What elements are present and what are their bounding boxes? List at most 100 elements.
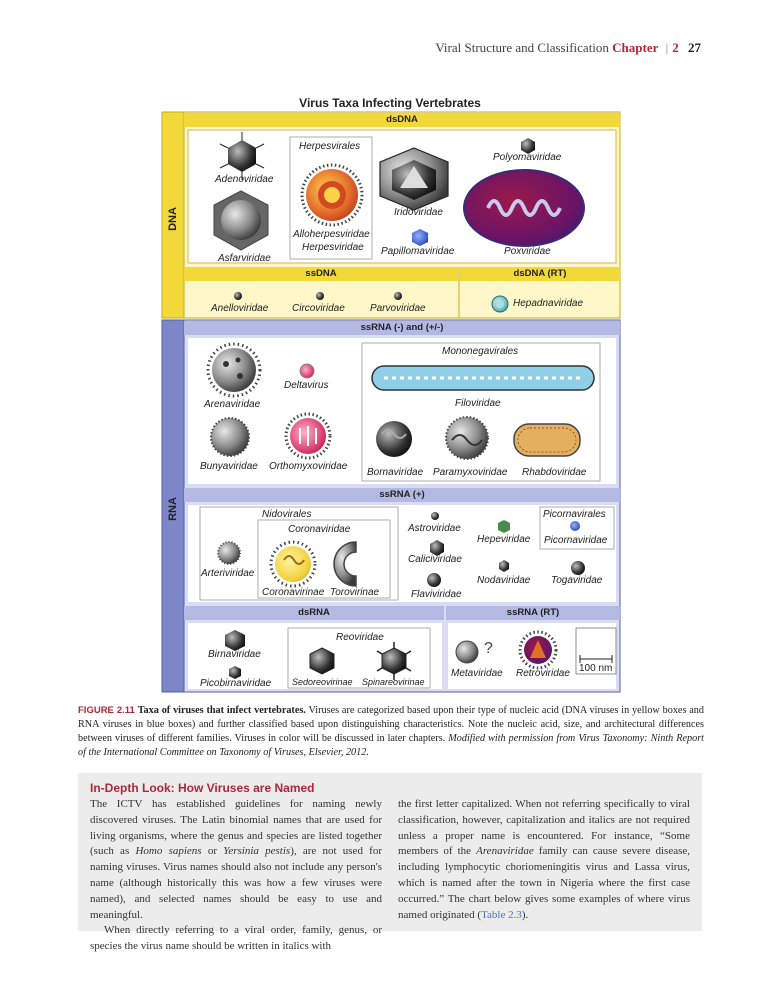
label-astroviridae: Astroviridae (408, 523, 461, 534)
box-text: ). (521, 908, 529, 921)
in-depth-look-box (78, 773, 702, 931)
arteriviridae-virion (217, 541, 241, 565)
label-arteriviridae: Arteriviridae (201, 568, 255, 579)
label-bornaviridae: Bornaviridae (367, 467, 424, 478)
mononegavirales-box (361, 342, 601, 482)
label-picobirnaviridae: Picobirnaviridae (200, 678, 272, 689)
dsrna-bar (184, 606, 444, 620)
chapter-label: Chapter (612, 40, 659, 55)
dsdna-label: dsDNA (386, 114, 418, 125)
polyomaviridae-virion (521, 138, 535, 154)
label-sedoreovirinae: Sedoreovirinae (292, 677, 353, 687)
label-coronavirinae: Coronavirinae (262, 587, 325, 598)
birnaviridae-virion (225, 630, 245, 651)
metaviridae-virion (455, 640, 479, 664)
label-asfarviridae: Asfarviridae (218, 253, 271, 264)
label-bunyaviridae: Bunyaviridae (200, 461, 258, 472)
box-text: family can cause severe disease, includi… (398, 845, 691, 921)
label-metaviridae: Metaviridae (451, 668, 503, 679)
box-column-right: the first letter capitalized. When not r… (398, 797, 690, 923)
label-retroviridae: Retroviridae (516, 668, 570, 679)
box-text: ), are not used for naming viruses. Viru… (90, 845, 382, 921)
label-iridoviridae: Iridoviridae (394, 207, 443, 218)
label-coronaviridae: Coronaviridae (288, 524, 351, 535)
table-reference-link[interactable]: Table 2.3 (481, 908, 522, 921)
coronavirinae-virion (269, 540, 317, 588)
rna-side-strip (161, 319, 185, 693)
astroviridae-virion (431, 512, 439, 520)
ssrna-pos-bar (184, 488, 620, 502)
label-hepadnaviridae: Hepadnaviridae (513, 298, 584, 309)
rna-side-label: RNA (167, 497, 179, 521)
hepadnaviridae-virion (491, 295, 509, 313)
label-orthomyxoviridae: Orthomyxoviridae (269, 461, 348, 472)
adenoviridae-virion (219, 132, 265, 180)
label-circoviridae: Circoviridae (292, 303, 345, 314)
label-paramyxoviridae: Paramyxoviridae (433, 467, 508, 478)
label-nodaviridae: Nodaviridae (477, 575, 531, 586)
figure-caption: FIGURE 2.11 Taxa of viruses that infect … (78, 704, 704, 760)
species-name: Yersinia pestis (223, 845, 291, 858)
caption-text: Viruses are categorized based upon their… (78, 705, 704, 744)
chapter-number: 2 (672, 40, 679, 55)
question-mark: ? (484, 640, 493, 657)
label-herpesviridae: Herpesviridae (302, 242, 364, 253)
header-separator: | (665, 40, 669, 55)
dna-side-label: DNA (167, 207, 179, 231)
virus-taxa-diagram (161, 111, 621, 693)
ssrna-neg-label: ssRNA (-) and (+/-) (360, 322, 444, 333)
dna-side-strip (161, 111, 185, 319)
box-title: In-Depth Look: How Viruses are Named (90, 781, 315, 795)
family-name: Arenaviridae (476, 845, 534, 858)
box-text: The ICTV has established guidelines for … (90, 798, 382, 858)
nodaviridae-virion (499, 560, 509, 572)
asfarviridae-virion (213, 190, 269, 251)
ssrna-pos-label: ssRNA (+) (379, 489, 425, 500)
figure-title: Virus Taxa Infecting Vertebrates (299, 96, 481, 110)
label-adenoviridae: Adenoviridae (215, 174, 274, 185)
ssrna-rt-bar (446, 606, 620, 620)
filoviridae-virion (371, 365, 595, 391)
poxviridae-virion (463, 169, 585, 247)
box-text: the first letter capitalized. When not r… (398, 798, 690, 858)
picornaviridae-virion (570, 521, 580, 531)
caption-credit: Modified with permission from Virus Taxo… (78, 733, 705, 758)
label-caliciviridae: Caliciviridae (408, 554, 462, 565)
paramyxoviridae-virion (445, 416, 489, 460)
caliciviridae-virion (430, 540, 444, 556)
circoviridae-virion (316, 292, 324, 300)
label-birnaviridae: Birnaviridae (208, 649, 261, 660)
label-parvoviridae: Parvoviridae (370, 303, 426, 314)
deltavirus-virion (299, 363, 315, 379)
iridoviridae-virion (379, 147, 449, 211)
label-poxviridae: Poxviridae (504, 246, 551, 257)
ssdna-label: ssDNA (305, 268, 337, 279)
label-deltavirus: Deltavirus (284, 380, 329, 391)
flaviviridae-virion (427, 573, 441, 587)
page-number: 27 (688, 40, 701, 55)
label-anelloviridae: Anelloviridae (211, 303, 269, 314)
dsrna-label: dsRNA (298, 607, 330, 618)
label-polyomaviridae: Polyomaviridae (493, 152, 562, 163)
rhabdoviridae-virion (513, 423, 581, 457)
box-paragraph-1: The ICTV has established guidelines for … (90, 797, 382, 923)
sedoreovirinae-virion (309, 647, 335, 675)
dsdna-rt-bar (460, 267, 620, 281)
box-column-left: The ICTV has established guidelines for … (90, 797, 382, 955)
ssrna-rt-label: ssRNA (RT) (506, 607, 560, 618)
retroviridae-virion (518, 630, 558, 670)
ssrna-neg-bar (184, 321, 620, 335)
label-spinareovirinae: Spinareovirinae (362, 677, 425, 687)
label-reoviridae: Reoviridae (336, 632, 384, 643)
caption-label: FIGURE 2.11 (78, 705, 135, 716)
papillomaviridae-virion (412, 229, 428, 246)
label-papillomaviridae: Papillomaviridae (381, 246, 455, 257)
running-title: Viral Structure and Classification (435, 40, 609, 55)
running-header: Viral Structure and Classification Chapt… (435, 40, 701, 56)
parvoviridae-virion (394, 292, 402, 300)
scale-bar-label: 100 nm (579, 663, 613, 674)
label-flaviviridae: Flaviviridae (411, 589, 462, 600)
label-rhabdoviridae: Rhabdoviridae (522, 467, 587, 478)
orthomyxoviridae-virion (284, 412, 332, 460)
bornaviridae-virion (376, 421, 412, 457)
